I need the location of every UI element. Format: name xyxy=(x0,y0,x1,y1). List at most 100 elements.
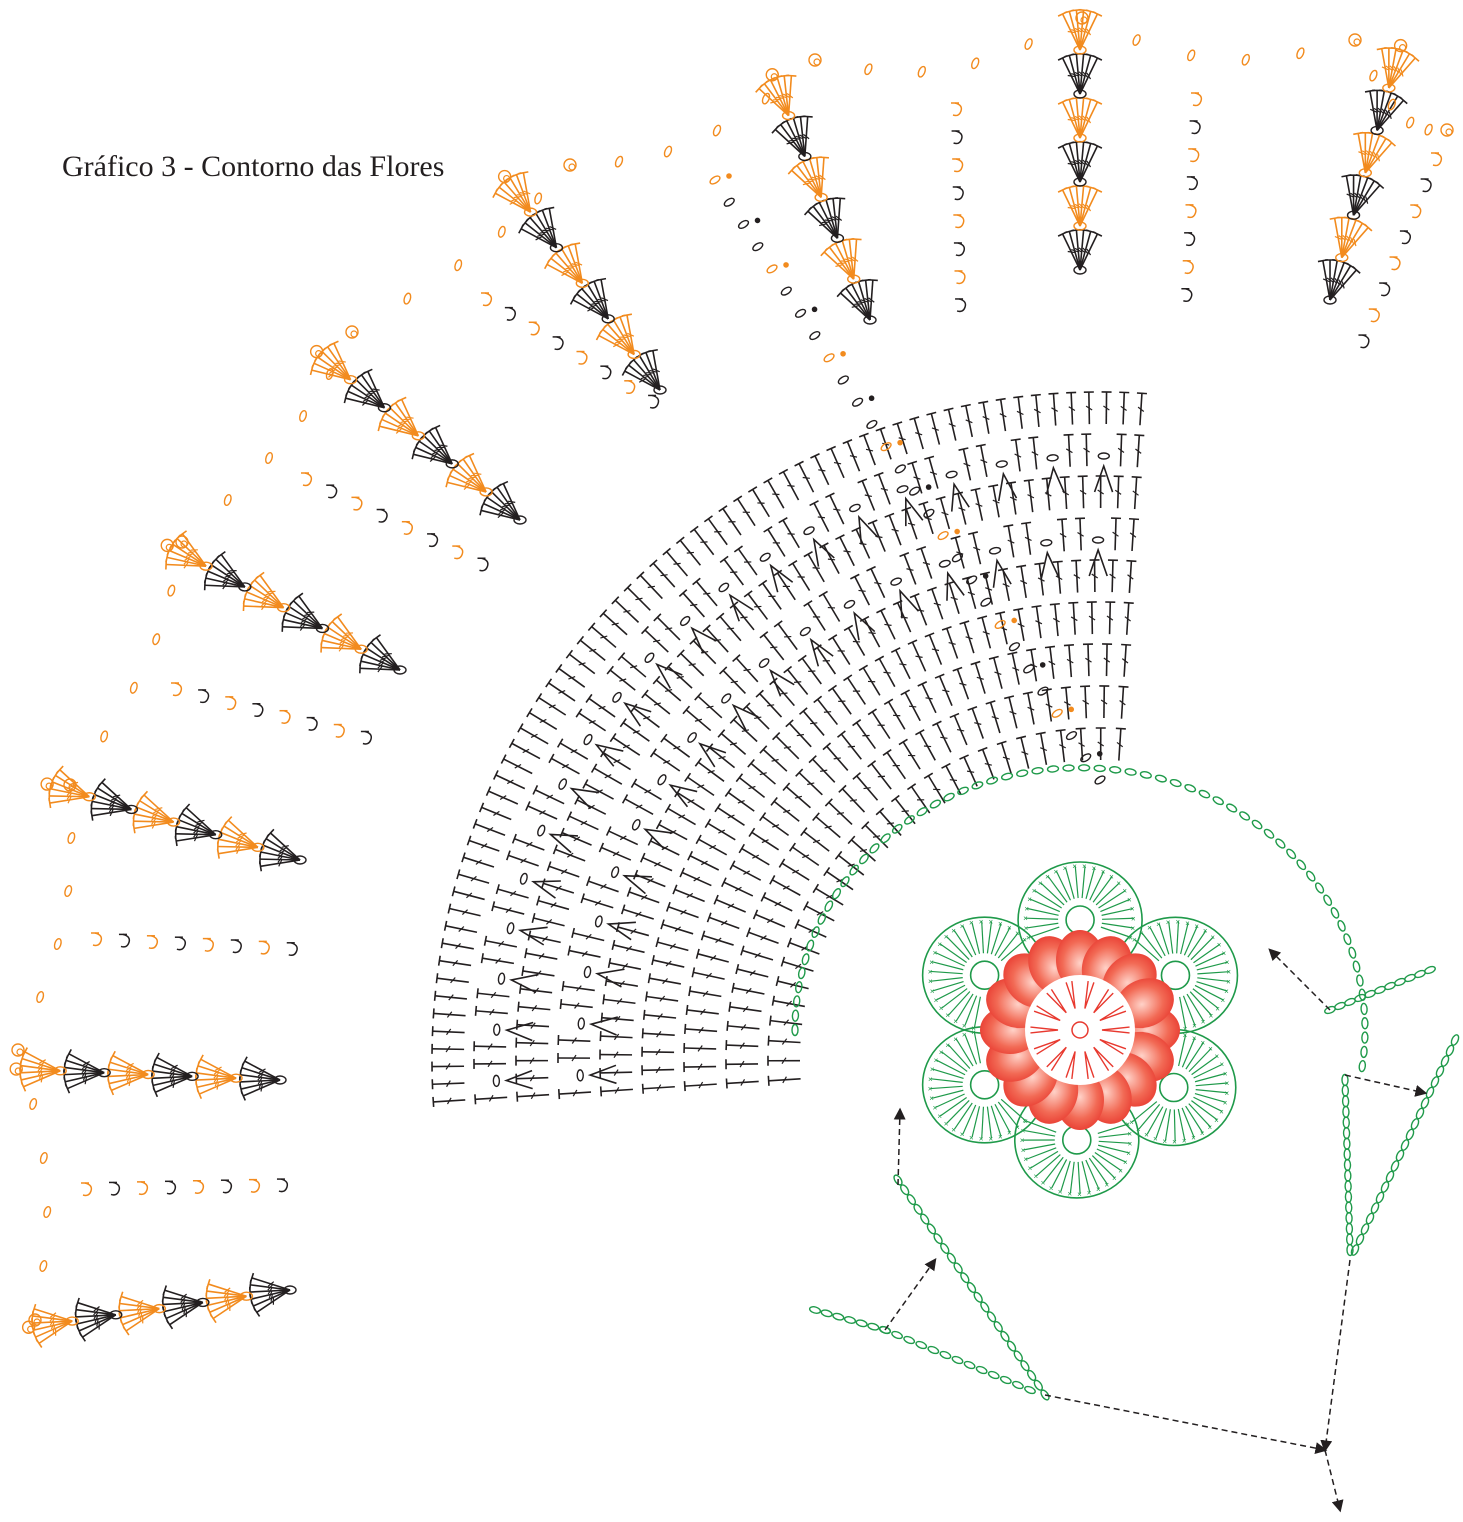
chain-oval-icon xyxy=(1047,454,1058,461)
t-stitch-icon xyxy=(902,811,909,812)
chain-oval-icon xyxy=(1198,789,1211,799)
hook-stitch-icon xyxy=(1412,205,1420,218)
t-stitch-icon xyxy=(715,804,721,812)
t-stitch-icon xyxy=(482,953,484,963)
t-stitch-icon xyxy=(591,303,598,304)
t-stitch-icon xyxy=(780,693,787,694)
t-stitch-icon xyxy=(271,1294,272,1301)
hook-stitch-icon xyxy=(1186,233,1194,246)
t-stitch-icon xyxy=(635,598,642,599)
t-stitch-icon xyxy=(814,696,822,702)
chain-oval-icon xyxy=(36,991,45,1003)
v-stitch-icon xyxy=(1089,550,1107,576)
hook-stitch-icon xyxy=(1433,153,1441,166)
t-stitch-icon xyxy=(961,405,971,407)
t-stitch-icon xyxy=(967,771,974,772)
t-stitch-icon xyxy=(792,138,799,139)
x-stitch-icon: × xyxy=(953,1035,958,1044)
x-stitch-icon: × xyxy=(1200,1038,1205,1047)
t-stitch-icon xyxy=(665,804,670,813)
chain-oval-icon xyxy=(1344,1149,1350,1160)
ring-icon xyxy=(1066,906,1094,934)
t-stitch-icon xyxy=(726,1078,727,1088)
chain-oval-icon xyxy=(167,584,176,596)
t-stitch-icon xyxy=(744,591,752,597)
chain-oval-icon xyxy=(943,792,956,802)
t-stitch-icon xyxy=(1126,561,1136,562)
chain-oval-icon xyxy=(129,682,138,694)
chain-oval-icon xyxy=(761,92,771,104)
chain-oval-icon xyxy=(843,599,856,610)
chain-oval-icon xyxy=(1024,1385,1036,1395)
hook-stitch-icon xyxy=(1371,309,1379,322)
t-stitch-icon xyxy=(617,339,624,340)
t-stitch-icon xyxy=(562,981,563,991)
t-stitch-icon xyxy=(959,683,966,685)
x-stitch-icon: × xyxy=(1225,1079,1230,1088)
chain-oval-icon xyxy=(917,65,927,77)
t-stitch-icon xyxy=(828,559,835,560)
x-stitch-icon: × xyxy=(1125,1120,1130,1129)
v-stitch-icon xyxy=(947,573,964,601)
hook-stitch-icon xyxy=(507,308,515,321)
t-stitch-icon xyxy=(695,758,701,766)
t-stitch-icon xyxy=(643,374,650,375)
x-stitch-icon: × xyxy=(1027,895,1032,904)
chain-oval-icon xyxy=(894,463,906,474)
x-stitch-icon: × xyxy=(1220,996,1225,1005)
hook-stitch-icon xyxy=(139,1182,147,1195)
chain-oval-icon xyxy=(1093,537,1104,543)
t-stitch-icon xyxy=(1150,928,1165,956)
v-stitch-icon xyxy=(854,613,874,640)
t-stitch-icon xyxy=(940,737,947,738)
chain-oval-icon xyxy=(957,786,969,796)
chain-oval-icon xyxy=(1065,730,1077,741)
t-stitch-icon xyxy=(649,370,656,372)
flower-center-disc xyxy=(1025,975,1135,1085)
chain-oval-icon xyxy=(809,1306,821,1315)
t-stitch-icon xyxy=(884,624,891,625)
t-stitch-icon xyxy=(661,734,667,742)
chain-oval-icon xyxy=(1347,1234,1353,1245)
t-stitch-icon xyxy=(1099,1141,1131,1143)
t-stitch-icon xyxy=(850,800,857,801)
t-stitch-icon xyxy=(844,675,852,681)
t-stitch-icon xyxy=(868,633,875,634)
x-stitch-icon: × xyxy=(979,1135,984,1144)
hook-stitch-icon xyxy=(363,731,371,744)
x-stitch-icon: × xyxy=(1038,879,1043,888)
t-stitch-icon xyxy=(572,928,574,938)
chain-oval-icon xyxy=(1360,1223,1370,1236)
chain-oval-icon xyxy=(946,470,958,479)
t-stitch-icon xyxy=(720,556,728,562)
chain-oval-icon xyxy=(752,241,764,252)
chain-oval-icon xyxy=(903,814,915,825)
t-stitch-icon xyxy=(875,656,884,661)
hook-stitch-icon xyxy=(626,381,634,394)
chain-oval-icon xyxy=(1225,803,1238,814)
dot-icon xyxy=(812,307,818,313)
t-stitch-icon xyxy=(646,992,647,1002)
hook-stitch-icon xyxy=(956,271,964,284)
t-stitch-icon xyxy=(1036,732,1046,734)
t-stitch-icon xyxy=(859,543,866,544)
t-stitch-icon xyxy=(433,1008,434,1018)
t-stitch-icon xyxy=(931,1079,963,1083)
x-stitch-icon: × xyxy=(1023,1155,1028,1164)
t-stitch-icon xyxy=(834,463,841,464)
chain-oval-icon xyxy=(863,63,873,75)
chain-oval-icon xyxy=(798,967,806,979)
chain-oval-icon xyxy=(1305,870,1316,882)
v-stitch-icon xyxy=(993,561,1011,588)
t-stitch-icon xyxy=(642,1028,643,1038)
chain-oval-icon xyxy=(1263,828,1275,840)
t-stitch-icon xyxy=(841,261,848,262)
chain-oval-icon xyxy=(498,973,505,985)
t-stitch-icon xyxy=(949,643,956,645)
hook-stitch-icon xyxy=(149,936,157,949)
chain-oval-icon xyxy=(718,582,730,594)
t-stitch-icon xyxy=(266,593,273,595)
dot-icon xyxy=(926,484,932,490)
x-stitch-icon: × xyxy=(951,1125,956,1134)
t-stitch-icon xyxy=(942,690,949,691)
